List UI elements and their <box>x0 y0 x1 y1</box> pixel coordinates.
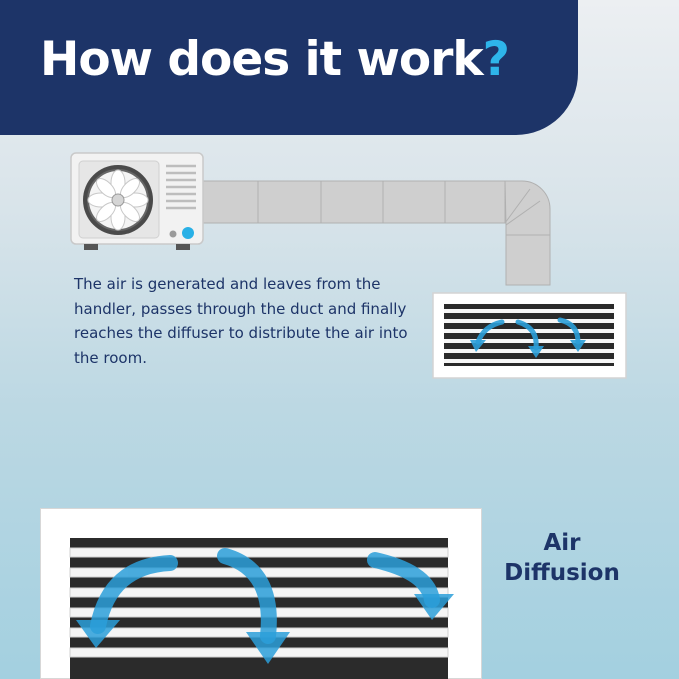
title-text: How does it work <box>40 32 484 87</box>
description-text: The air is generated and leaves from the… <box>74 275 408 367</box>
diffuser-icon <box>432 292 627 379</box>
ac-outdoor-unit-icon <box>70 152 204 250</box>
air-diffusion-label-line2: Diffusion <box>504 560 620 586</box>
duct-icon <box>190 180 551 286</box>
airflow-arrow-icon <box>475 317 581 351</box>
header-banner: How does it work? <box>0 0 578 135</box>
title-question-mark: ? <box>482 32 510 87</box>
diffuser-icon <box>40 508 482 679</box>
air-diffusion-label: Air Diffusion <box>497 528 627 588</box>
fan-icon <box>83 165 153 235</box>
page-title: How does it work? <box>40 32 510 87</box>
air-diffusion-label-line1: Air <box>543 530 581 556</box>
